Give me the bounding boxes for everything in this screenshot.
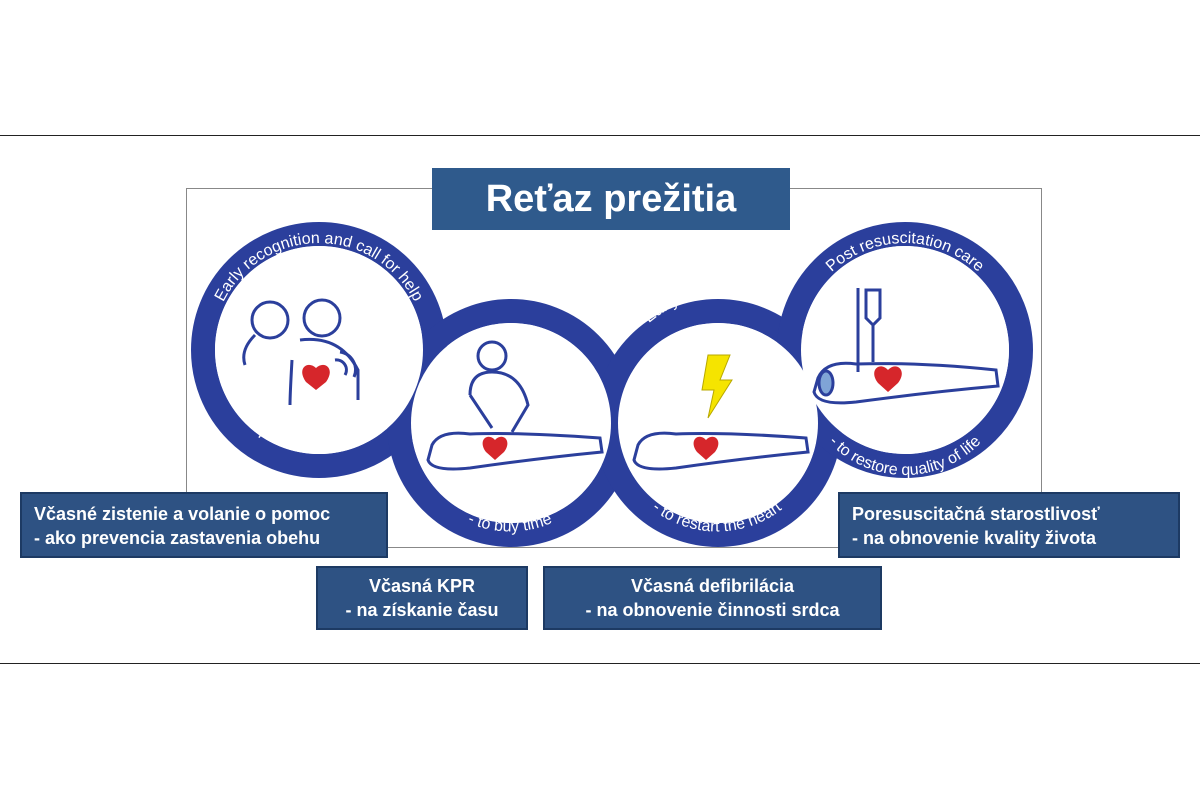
cpr-icon xyxy=(426,340,604,471)
label-box-2: Včasná KPR - na získanie času xyxy=(316,566,528,630)
diagram-title: Reťaz prežitia xyxy=(432,168,790,230)
label-1-line-1: Včasné zistenie a volanie o pomoc xyxy=(34,504,331,524)
label-3-line-2: - na obnovenie činnosti srdca xyxy=(585,600,840,620)
label-2-line-1: Včasná KPR xyxy=(368,576,476,596)
ring-4 xyxy=(777,222,1033,478)
top-divider xyxy=(0,135,1200,136)
label-2-line-2: - na získanie času xyxy=(345,600,499,620)
iv-drip-patient-icon xyxy=(812,288,1000,405)
label-box-3: Včasná defibrilácia - na obnovenie činno… xyxy=(543,566,882,630)
label-4-line-2: - na obnovenie kvality života xyxy=(852,528,1097,548)
label-1-line-2: - ako prevencia zastavenia obehu xyxy=(34,528,321,548)
label-3-line-1: Včasná defibrilácia xyxy=(630,576,795,596)
bottom-divider xyxy=(0,663,1200,664)
label-4-line-1: Poresuscitačná starostlivosť xyxy=(852,504,1100,524)
rescuer-calling-icon xyxy=(242,298,360,406)
label-box-4: Poresuscitačná starostlivosť - na obnove… xyxy=(838,492,1180,558)
defibrillation-bolt-icon xyxy=(632,354,810,471)
label-box-1: Včasné zistenie a volanie o pomoc - ako … xyxy=(20,492,388,558)
